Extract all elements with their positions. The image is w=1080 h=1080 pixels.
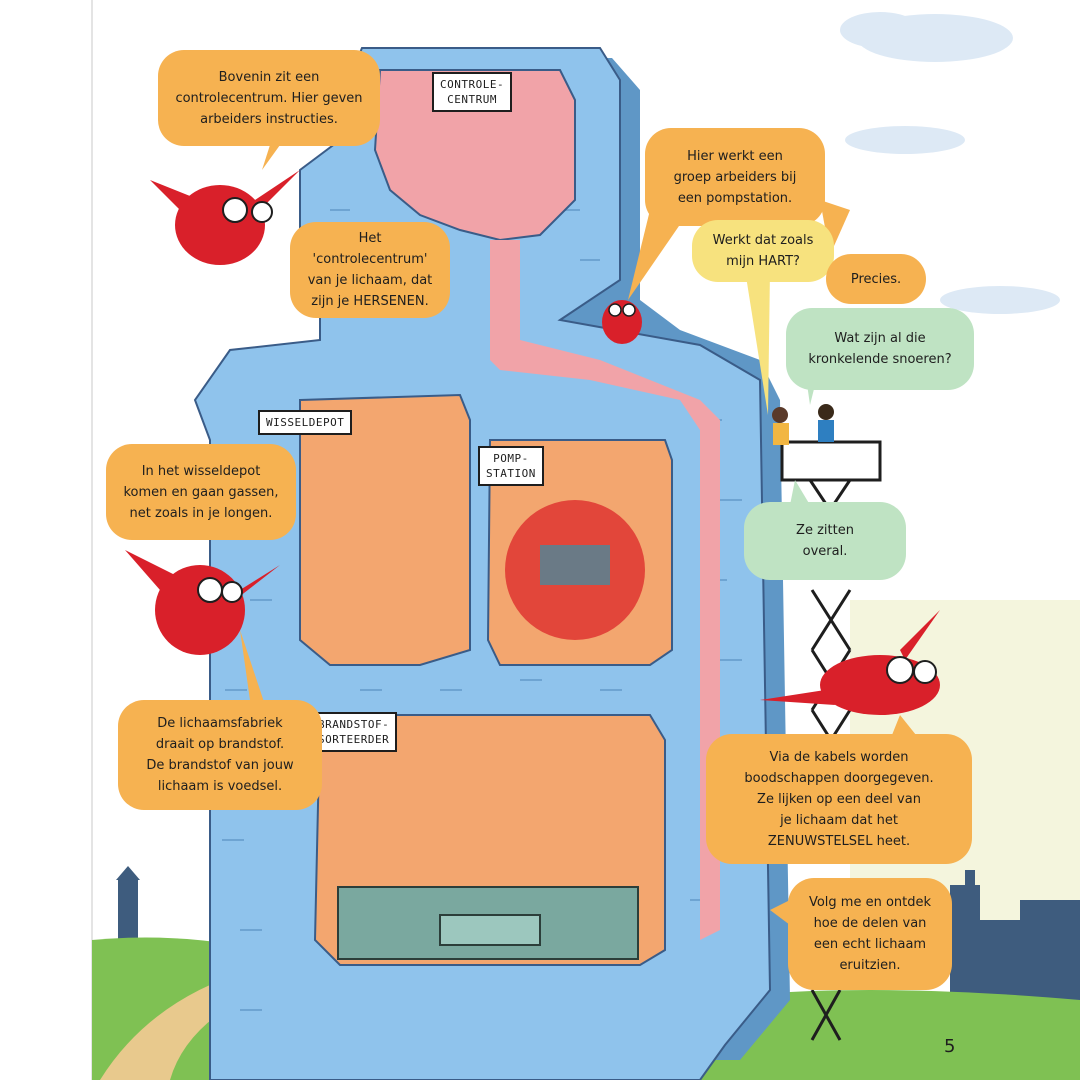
- bubble-line: arbeiders instructies.: [200, 111, 338, 127]
- bubble-line: In het wisseldepot: [141, 463, 261, 479]
- bubble-tail-yellow: [745, 270, 770, 415]
- speech-bubble-follow-me: Volg me en ontdek hoe de delen van een e…: [788, 878, 952, 990]
- bubble-line: Precies.: [850, 271, 902, 287]
- bubble-line: controlecentrum. Hier geven: [175, 90, 363, 106]
- bubble-line: overal.: [802, 544, 848, 559]
- sign-control-center: CONTROLE- CENTRUM: [432, 72, 513, 112]
- children: [772, 404, 834, 445]
- bubble-line: een pompstation.: [677, 190, 793, 206]
- bubble-line: een echt lichaam: [813, 937, 927, 952]
- bubble-line: Ze zitten: [796, 523, 854, 538]
- bubble-line: Ze lijken op een deel van: [757, 791, 921, 807]
- bubble-line: draait op brandstof.: [155, 737, 285, 752]
- sign-switch-depot: WISSELDEPOT: [258, 410, 353, 435]
- neck-channel: [490, 240, 720, 940]
- speech-bubble-everywhere: Ze zitten overal.: [744, 502, 906, 580]
- bubble-line: Wat zijn al die: [834, 331, 926, 346]
- bubble-line: zijn je HERSENEN.: [311, 294, 429, 309]
- sign-pump-station-line-2: STATION: [486, 467, 536, 480]
- sign-pump-station-line-1: POMP-: [493, 452, 529, 465]
- town-silhouette: [116, 866, 1080, 1005]
- speech-bubble-pump-workers: Hier werkt een groep arbeiders bij een p…: [645, 128, 825, 226]
- owl-top-left: [150, 170, 300, 265]
- sign-switch-depot-label: WISSELDEPOT: [266, 416, 345, 429]
- sign-fuel-sorter-line-2: SORTEERDER: [318, 733, 390, 746]
- bubble-tail-green-2: [790, 480, 810, 505]
- bubble-line: mijn HART?: [726, 254, 800, 269]
- bubble-line: je lichaam dat het: [780, 812, 898, 828]
- switch-depot-room: [299, 393, 471, 666]
- bubble-line: net zoals in je longen.: [129, 505, 273, 521]
- owl-small-center: [602, 300, 642, 344]
- bubble-line: Hier werkt een: [687, 148, 783, 164]
- bubble-line: De lichaamsfabriek: [157, 716, 283, 731]
- speech-bubble-lungs: In het wisseldepot komen en gaan gassen,…: [106, 444, 296, 540]
- dirt-path: [100, 970, 300, 1080]
- bubble-line: Werkt dat zoals: [712, 233, 814, 248]
- speech-bubble-heart-question: Werkt dat zoals mijn HART?: [692, 220, 834, 282]
- bubble-line: groep arbeiders bij: [673, 169, 797, 185]
- sign-control-center-line-1: CONTROLE-: [440, 78, 505, 91]
- speech-bubble-nerves: Via de kabels worden boodschappen doorge…: [706, 734, 972, 864]
- bubble-line: hoe de delen van: [813, 916, 927, 931]
- speech-bubble-control-center: Bovenin zit een controlecentrum. Hier ge…: [158, 50, 380, 146]
- page-number: 5: [944, 1036, 956, 1057]
- bubble-line: Bovenin zit een: [218, 69, 320, 85]
- bubble-line: De brandstof van jouw: [146, 758, 294, 773]
- bubble-line: van je lichaam, dat: [307, 273, 433, 288]
- sign-pump-station: POMP- STATION: [478, 446, 544, 486]
- clouds: [840, 12, 1060, 314]
- sign-fuel-sorter-line-1: BRANDSTOF-: [318, 718, 390, 731]
- pump-machine: [540, 545, 610, 585]
- bubble-line: boodschappen doorgegeven.: [744, 770, 934, 786]
- grass-right: [700, 990, 1080, 1080]
- owl-middle-left: [125, 550, 280, 655]
- speech-bubble-brain: Het 'controlecentrum' van je lichaam, da…: [290, 222, 450, 318]
- bubble-line: Via de kabels worden: [769, 749, 909, 765]
- speech-bubble-precisely: Precies.: [826, 254, 926, 304]
- bubble-line: Het 'controlecentrum': [312, 231, 428, 267]
- speech-bubble-fuel: De lichaamsfabriek draait op brandstof. …: [118, 700, 322, 810]
- bubble-line: Volg me en ontdek: [808, 895, 932, 910]
- bubble-line: lichaam is voedsel.: [157, 779, 283, 794]
- bubble-line: ZENUWSTELSEL heet.: [767, 833, 911, 849]
- owl-right-flying: [760, 610, 940, 715]
- sign-control-center-line-2: CENTRUM: [447, 93, 497, 106]
- bubble-line: kronkelende snoeren?: [808, 352, 952, 367]
- bubble-line: eruitzien.: [839, 958, 901, 973]
- bubble-line: komen en gaan gassen,: [123, 484, 279, 500]
- sign-fuel-sorter: BRANDSTOF- SORTEERDER: [310, 712, 398, 752]
- speech-bubble-cables-question: Wat zijn al die kronkelende snoeren?: [786, 308, 974, 390]
